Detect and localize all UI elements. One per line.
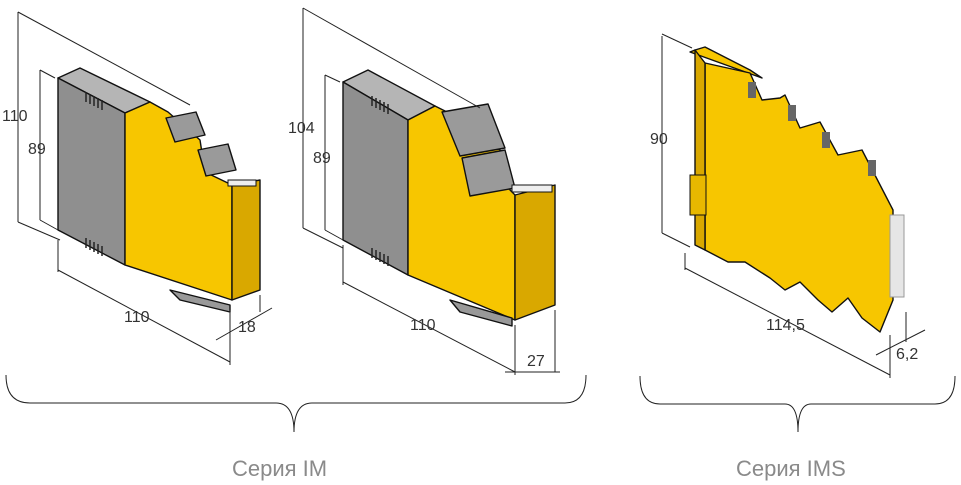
dim-depth-2: 110 [410,317,436,334]
brace-ims [639,375,956,433]
dim-total-height-2: 104 [288,120,315,137]
dim-total-height-1: 110 [2,108,28,125]
caption-series-ims: Серия IMS [736,456,846,481]
dim-body-height-2: 89 [313,150,331,167]
device-im-27 [342,69,556,327]
brace-im [5,374,587,433]
dimensions-ims [661,33,926,378]
device-im-18 [57,67,261,313]
dim-depth-3: 114,5 [766,317,805,334]
device-ims [689,46,905,333]
dim-height-3: 90 [650,131,668,148]
dim-width-1: 18 [238,319,256,336]
dim-depth-1: 110 [124,309,150,326]
dim-width-3: 6,2 [896,346,918,363]
dimensions-im-27 [302,7,560,375]
dim-width-2: 27 [527,353,545,370]
caption-series-im: Серия IM [232,456,327,481]
dimensions-im-18 [17,11,273,365]
dim-body-height-1: 89 [28,141,46,158]
